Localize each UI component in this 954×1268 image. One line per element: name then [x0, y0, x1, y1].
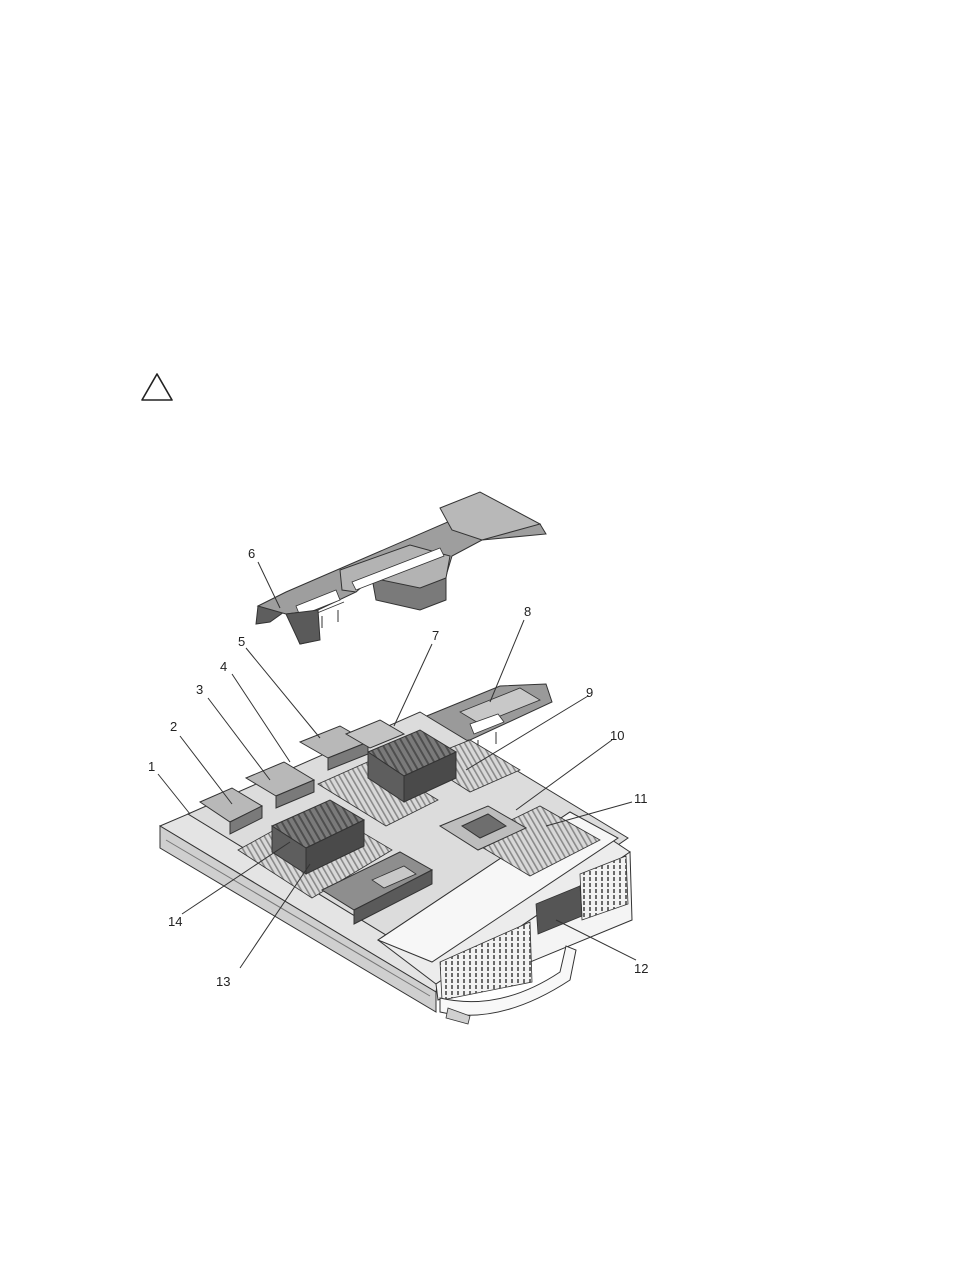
callout-7: 7 — [432, 628, 439, 643]
callout-10: 10 — [610, 728, 624, 743]
callout-1: 1 — [148, 759, 155, 774]
callout-14: 14 — [168, 914, 182, 929]
callout-2: 2 — [170, 719, 177, 734]
callout-6: 6 — [248, 546, 255, 561]
callout-12: 12 — [634, 961, 648, 976]
callout-13: 13 — [216, 974, 230, 989]
callout-4: 4 — [220, 659, 227, 674]
memory-module-shroud — [256, 492, 546, 644]
callout-5: 5 — [238, 634, 245, 649]
callout-3: 3 — [196, 682, 203, 697]
callout-9: 9 — [586, 685, 593, 700]
callout-11: 11 — [634, 791, 648, 806]
callout-8: 8 — [524, 604, 531, 619]
